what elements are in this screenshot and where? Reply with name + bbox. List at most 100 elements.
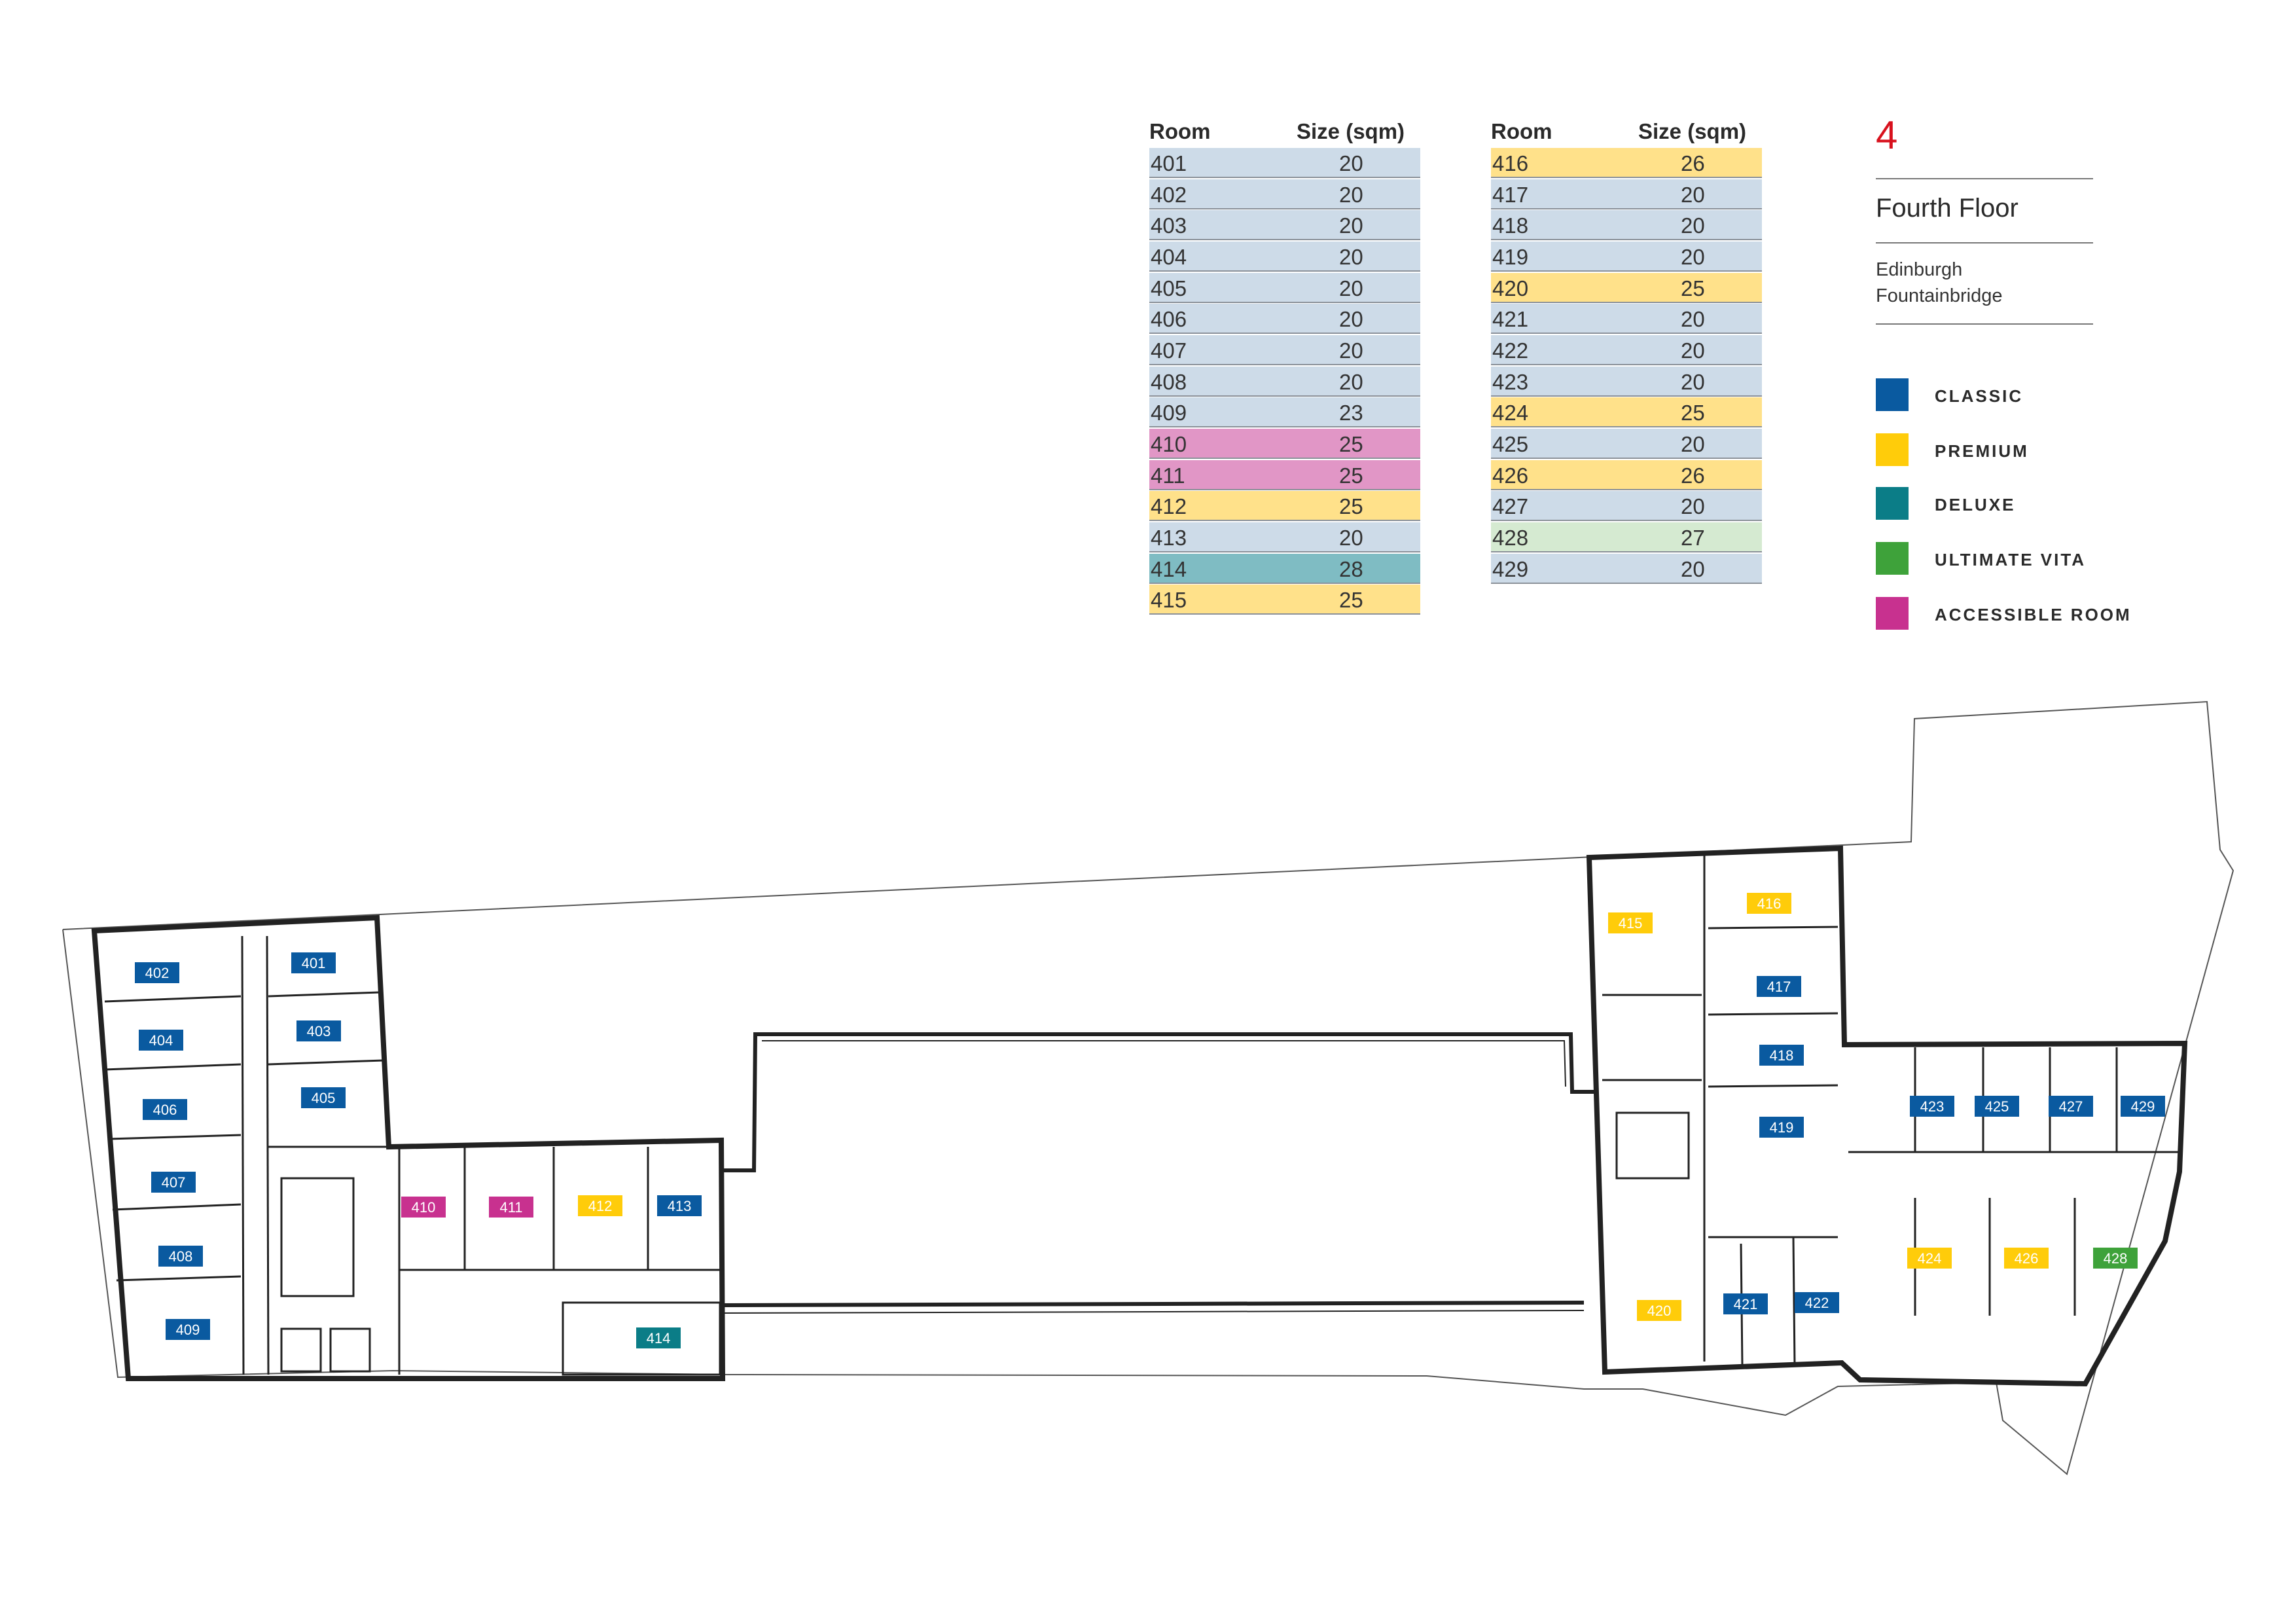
room-size-cell: 20 [1681, 182, 1705, 207]
room-size-cell: 20 [1681, 431, 1705, 456]
room-size-cell: 28 [1339, 556, 1363, 581]
room-tag-414: 414 [636, 1327, 681, 1348]
table-row: 411 25 [1149, 460, 1420, 490]
room-tag-number: 418 [1770, 1047, 1794, 1064]
room-number-cell: 424 [1492, 401, 1529, 425]
room-size-cell: 25 [1681, 401, 1705, 425]
room-column-header: Room [1149, 119, 1211, 143]
room-tag-background [636, 1327, 681, 1348]
room-size-cell: 20 [1339, 369, 1363, 394]
room-size-cell: 25 [1339, 588, 1363, 613]
divider [1876, 178, 2093, 179]
room-tag-background [135, 962, 179, 983]
room-number-cell: 421 [1492, 307, 1529, 332]
legend-swatch [1876, 433, 1909, 466]
room-tag-number: 423 [1920, 1098, 1945, 1115]
room-size-cell: 20 [1339, 182, 1363, 207]
room-tag-background [139, 1030, 183, 1051]
room-number-cell: 411 [1151, 463, 1185, 488]
room-tag-background [291, 952, 336, 973]
room-tag-404: 404 [139, 1030, 183, 1051]
legend-label: ULTIMATE VITA [1935, 550, 2087, 569]
room-number-cell: 408 [1151, 369, 1187, 394]
room-tag-416: 416 [1747, 893, 1791, 914]
room-tag-number: 407 [162, 1174, 186, 1191]
room-size-cell: 20 [1339, 525, 1363, 550]
floor-name: Fourth Floor [1876, 194, 2018, 223]
table-row: 421 20 [1491, 304, 1762, 334]
legend-swatch [1876, 378, 1909, 411]
room-tag-427: 427 [2049, 1096, 2093, 1117]
room-tag-background [1910, 1096, 1954, 1117]
location-area: Fountainbridge [1876, 285, 2003, 306]
room-number-cell: 414 [1151, 556, 1187, 581]
room-tag-408: 408 [158, 1246, 203, 1267]
room-size-cell: 26 [1681, 463, 1705, 488]
room-size-cell: 20 [1339, 213, 1363, 238]
room-size-cell: 27 [1681, 525, 1705, 550]
room-size-cell: 20 [1681, 307, 1705, 332]
size-column-header: Size (sqm) [1638, 119, 1747, 143]
room-tag-number: 426 [2015, 1250, 2039, 1267]
room-size-cell: 20 [1339, 307, 1363, 332]
room-number-cell: 401 [1151, 151, 1187, 175]
room-tag-background [2093, 1248, 2138, 1269]
legend-swatch [1876, 597, 1909, 630]
room-tag-number: 427 [2059, 1098, 2083, 1115]
room-size-cell: 23 [1339, 401, 1363, 425]
divider [1876, 242, 2093, 244]
room-size-cell: 20 [1681, 556, 1705, 581]
legend-swatch [1876, 542, 1909, 575]
room-tag-background [158, 1246, 203, 1267]
room-size-cell: 20 [1339, 151, 1363, 175]
location-city: Edinburgh [1876, 259, 1963, 280]
room-tag-number: 411 [499, 1199, 522, 1216]
room-size-cell: 25 [1681, 276, 1705, 300]
room-tag-background [143, 1099, 187, 1120]
central-courtyard [721, 1032, 1597, 1314]
room-tag-401: 401 [291, 952, 336, 973]
room-tag-number: 406 [153, 1102, 177, 1118]
room-tag-number: 420 [1647, 1303, 1672, 1319]
room-tag-number: 416 [1757, 895, 1782, 912]
room-tag-number: 419 [1770, 1119, 1794, 1136]
room-number-cell: 406 [1151, 307, 1187, 332]
room-tag-418: 418 [1759, 1045, 1804, 1066]
room-size-cell: 20 [1681, 369, 1705, 394]
table-row: 424 25 [1491, 397, 1762, 428]
room-number-cell: 427 [1492, 494, 1529, 519]
room-tag-425: 425 [1975, 1096, 2019, 1117]
room-tag-background [166, 1319, 210, 1340]
legend-label: CLASSIC [1935, 386, 2024, 406]
room-tag-number: 401 [302, 955, 326, 971]
room-tag-424: 424 [1907, 1248, 1952, 1269]
room-number-cell: 422 [1492, 338, 1529, 363]
room-tag-417: 417 [1757, 976, 1801, 997]
room-tag-number: 417 [1767, 979, 1791, 995]
room-tag-428: 428 [2093, 1248, 2138, 1269]
room-tag-number: 410 [412, 1199, 436, 1216]
room-tag-412: 412 [578, 1195, 622, 1216]
room-number-cell: 413 [1151, 525, 1187, 550]
legend-label: ACCESSIBLE ROOM [1935, 605, 2132, 624]
room-tag-419: 419 [1759, 1117, 1804, 1138]
room-number-cell: 429 [1492, 556, 1529, 581]
room-tag-background [1637, 1300, 1681, 1321]
room-number-cell: 405 [1151, 276, 1187, 300]
room-size-cell: 25 [1339, 463, 1363, 488]
room-tag-411: 411 [489, 1197, 533, 1218]
legend-label: DELUXE [1935, 495, 2016, 514]
room-size-cell: 25 [1339, 494, 1363, 519]
